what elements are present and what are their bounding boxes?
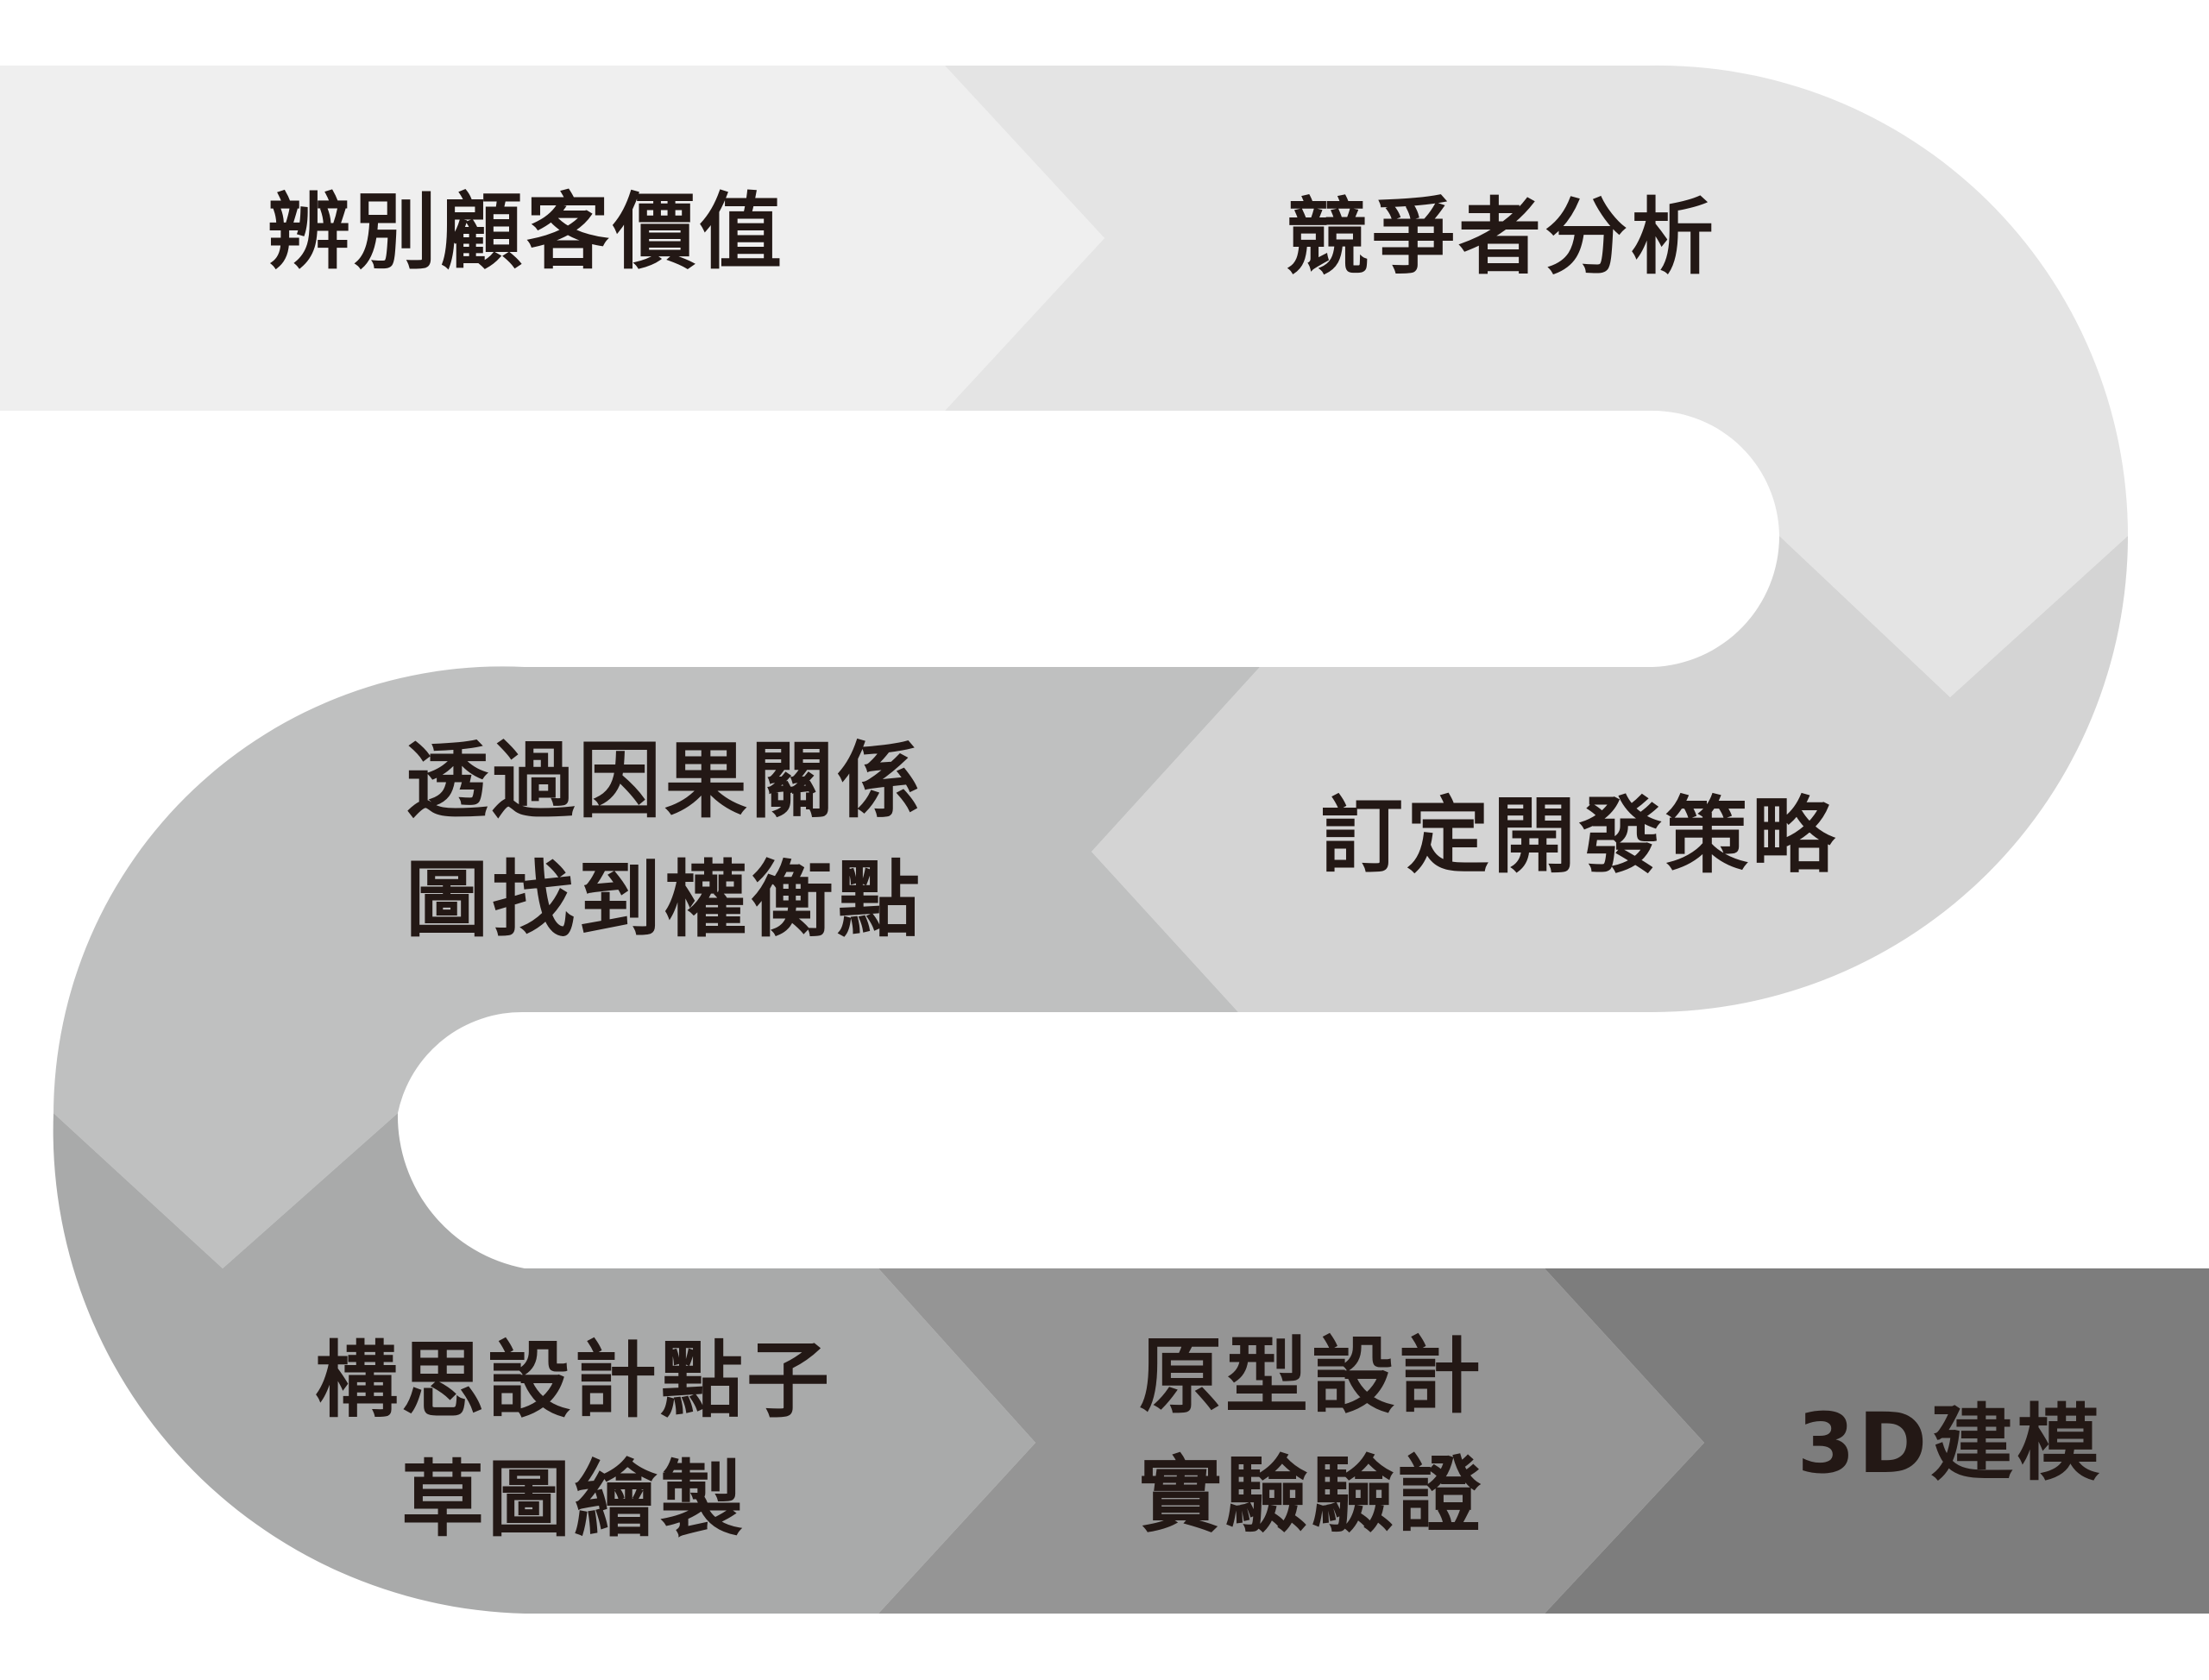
segment-development-strategy [1092,536,2128,1012]
step-text-line-1: 構思設計點子 [315,1332,833,1429]
step-label-prototype-validation: 原型設計 實驗驗證 [1104,1317,1519,1555]
step-text-line-2: 草圖繪製 [401,1451,746,1548]
step-text-line-1: 原型設計 [1139,1328,1484,1425]
step-text: 競爭者分析 [1286,189,1717,286]
segment-identify-customer-value [0,66,1104,411]
step-label-identify-customer-value: 辨別顧客價值 [259,173,794,292]
step-text: 辨別顧客價值 [267,184,785,280]
segment-causal-diagram-tradeoff [53,666,1260,1268]
step-text: 訂定開發策略 [1320,788,1838,884]
step-label-competitor-analysis: 競爭者分析 [1243,178,1760,297]
segment-3d-modeling [1545,1268,2209,1614]
step-text-line-2: 圖找到權衡點 [406,852,923,948]
step-label-3d-modeling: 3D建模 [1769,1384,2131,1503]
step-text-line-2: 實驗驗證 [1139,1447,1484,1544]
segment-concept-sketching [53,1113,1036,1614]
step-label-development-strategy: 訂定開發策略 [1303,777,1855,896]
segment-prototype-validation [878,1268,1704,1614]
step-text: 3D建模 [1797,1395,2104,1492]
step-label-concept-sketching: 構思設計點子 草圖繪製 [298,1321,850,1559]
step-text-line-1: 透過因果關係 [406,733,923,829]
step-label-causal-diagram-tradeoff: 透過因果關係 圖找到權衡點 [388,721,941,960]
segment-competitor-analysis [945,65,2128,697]
